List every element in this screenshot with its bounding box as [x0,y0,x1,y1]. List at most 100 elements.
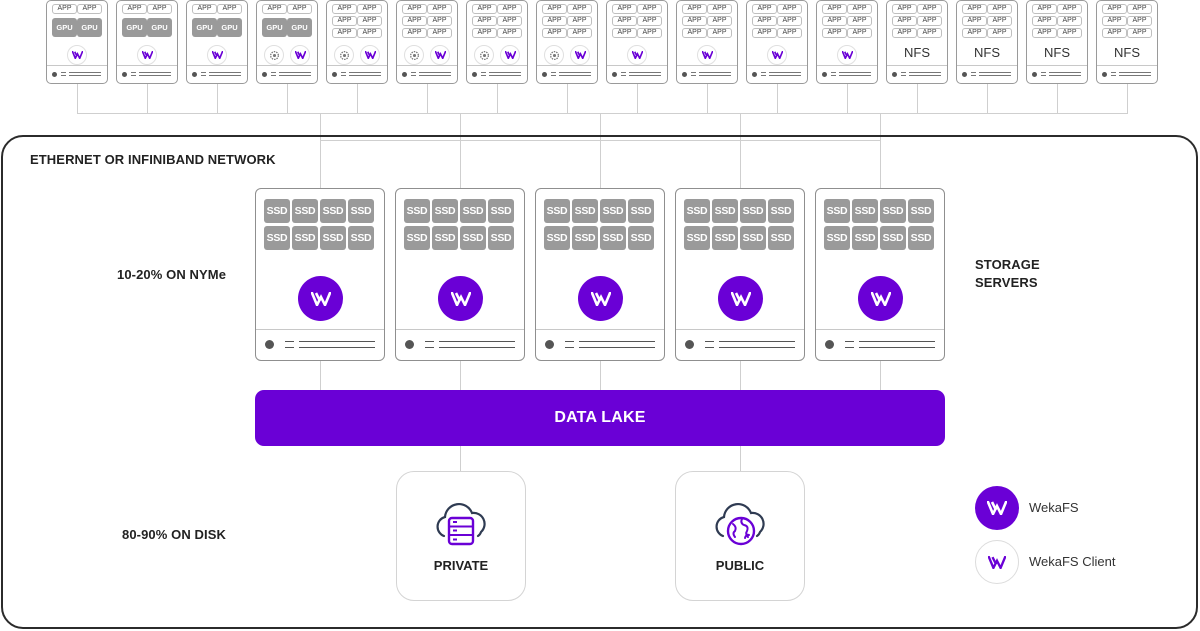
footer-mark [209,75,241,76]
footer-mark [349,75,381,76]
footer-mark [559,75,591,76]
footer-mark [839,75,871,76]
footer-mark [901,75,906,76]
footer-mark [411,72,416,73]
footer-mark [1032,72,1037,77]
app-block: APP [567,4,592,14]
app-block: APP [822,16,847,26]
app-block: APP [52,4,77,14]
wekafs-client-icon [500,45,520,65]
app-block: APP [892,28,917,38]
footer-mark [1119,75,1151,76]
ssd-block: SSD [824,226,850,250]
footer-mark [825,340,834,349]
footer-mark [481,72,486,73]
wekafs-client-icon [627,45,647,65]
footer-mark [271,72,276,73]
app-block: APP [1102,16,1127,26]
app-block: APP [472,28,497,38]
client-icon-row [677,45,737,65]
client-drop-line [427,84,428,113]
app-block: APP [217,4,242,14]
gpu-block: GPU [217,18,242,37]
ssd-block: SSD [600,199,626,223]
wekafs-client-icon [837,45,857,65]
public-cloud-label: PUBLIC [715,558,765,573]
ssd-block: SSD [880,199,906,223]
client-drop-line [707,84,708,113]
footer-mark [192,72,197,77]
ssd-block: SSD [460,226,486,250]
server-uplink-line [600,113,601,188]
ssd-block: SSD [824,199,850,223]
footer-mark [629,72,661,73]
client-icon-row [187,45,247,65]
ssd-block: SSD [292,199,318,223]
ssd-block: SSD [852,199,878,223]
footer-mark [1119,72,1151,73]
footer-mark [131,72,136,73]
client-icon-row [327,45,387,65]
ssd-block: SSD [544,226,570,250]
footer-mark [769,72,801,73]
app-block: APP [1032,16,1057,26]
ssd-block: SSD [292,226,318,250]
ssd-block: SSD [264,226,290,250]
client-icon-row [467,45,527,65]
client-drop-line [567,84,568,113]
footer-mark [201,75,206,76]
public-cloud-box: PUBLIC [675,471,805,601]
nfs-label: NFS [974,45,1000,60]
footer-mark [425,347,434,348]
wekafs-client-icon [975,540,1019,584]
server-footer [536,329,664,360]
nvme-tier-label: 10-20% ON NYMe [117,267,227,282]
footer-mark [962,72,967,77]
footer-mark [845,347,854,348]
wekafs-client-icon [137,45,157,65]
storage-servers-label: STORAGE SERVERS [975,257,1040,290]
client-node-footer [957,65,1017,83]
footer-mark [439,341,515,342]
server-datalake-line [320,361,321,390]
wekafs-icon [578,276,623,321]
server-uplink-line [320,113,321,188]
datalake-public-line [740,446,741,471]
client-node-footer [887,65,947,83]
ssd-block: SSD [460,199,486,223]
footer-mark [279,72,311,73]
ssd-block: SSD [908,226,934,250]
app-block: APP [77,4,102,14]
ssd-block: SSD [320,226,346,250]
